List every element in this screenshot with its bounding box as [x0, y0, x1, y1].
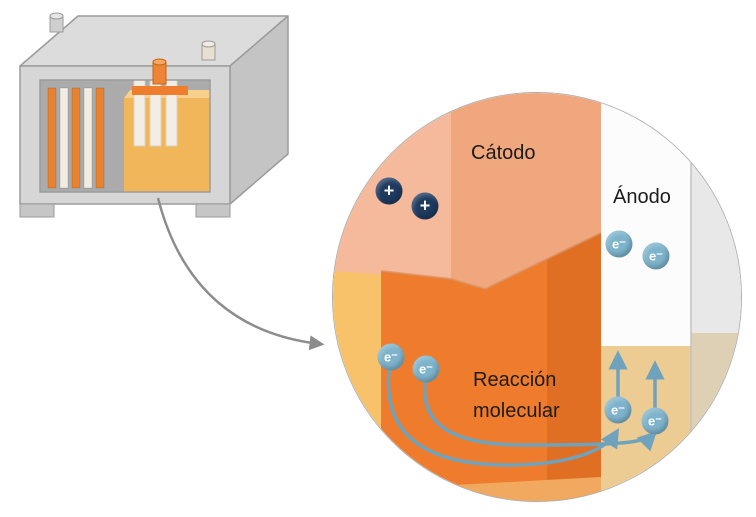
positive-charge-icon: + [411, 192, 439, 220]
electron-icon: e⁻ [377, 343, 405, 371]
electron-icon: e⁻ [412, 355, 440, 383]
electron-icon: e⁻ [642, 242, 670, 270]
magnified-view: Cátodo Ánodo Reacción molecular + + e⁻ e… [332, 92, 742, 502]
electrode-region [381, 233, 601, 501]
anode-region [601, 93, 691, 346]
reaction-label-line1: Reacción [473, 369, 557, 391]
electron-icon: e⁻ [641, 407, 669, 435]
battery-cross-section [333, 93, 741, 501]
case-region-lower [691, 333, 741, 501]
electrode-region-dark [547, 233, 601, 501]
reaction-label: Reacción molecular [473, 365, 560, 427]
cathode-region-medium [451, 93, 601, 289]
battery-terminals [49, 12, 216, 85]
battery-interior [40, 80, 210, 192]
electron-icon: e⁻ [604, 396, 632, 424]
electrode-top-edge [380, 232, 602, 291]
electrode-bottom-strip [381, 477, 601, 501]
battery-cutaway-illustration [19, 12, 289, 218]
electron-flow-arrows [386, 350, 665, 467]
cathode-label: Cátodo [471, 142, 536, 164]
anode-label: Ánodo [613, 186, 671, 208]
electron-icon: e⁻ [605, 230, 633, 258]
battery-feet [19, 203, 231, 218]
positive-charge-icon: + [375, 177, 403, 205]
reaction-label-line2: molecular [473, 400, 560, 422]
